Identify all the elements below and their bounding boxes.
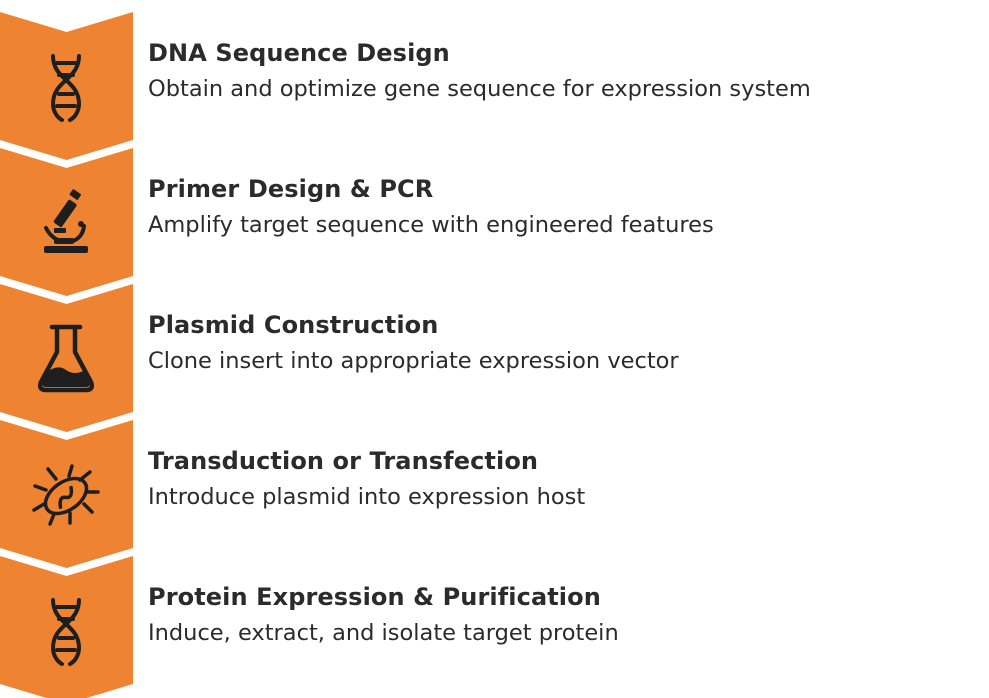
step-description: Induce, extract, and isolate target prot… — [148, 620, 619, 646]
step-title: Transduction or Transfection — [148, 447, 539, 475]
step-title: Protein Expression & Purification — [148, 583, 601, 611]
step-chevron — [0, 420, 133, 568]
step-title: DNA Sequence Design — [148, 39, 450, 67]
process-chevron-column — [0, 12, 133, 698]
step-description: Amplify target sequence with engineered … — [148, 212, 714, 238]
step-chevron — [0, 284, 133, 432]
step-chevron — [0, 12, 133, 160]
step-title: Primer Design & PCR — [148, 175, 434, 203]
step-description: Clone insert into appropriate expression… — [148, 348, 679, 374]
step-item: Primer Design & PCR Amplify target sequen… — [148, 174, 714, 240]
step-chevron — [0, 148, 133, 296]
step-description: Introduce plasmid into expression host — [148, 484, 586, 510]
step-title: Plasmid Construction — [148, 311, 439, 339]
step-description: Obtain and optimize gene sequence for ex… — [148, 76, 811, 102]
